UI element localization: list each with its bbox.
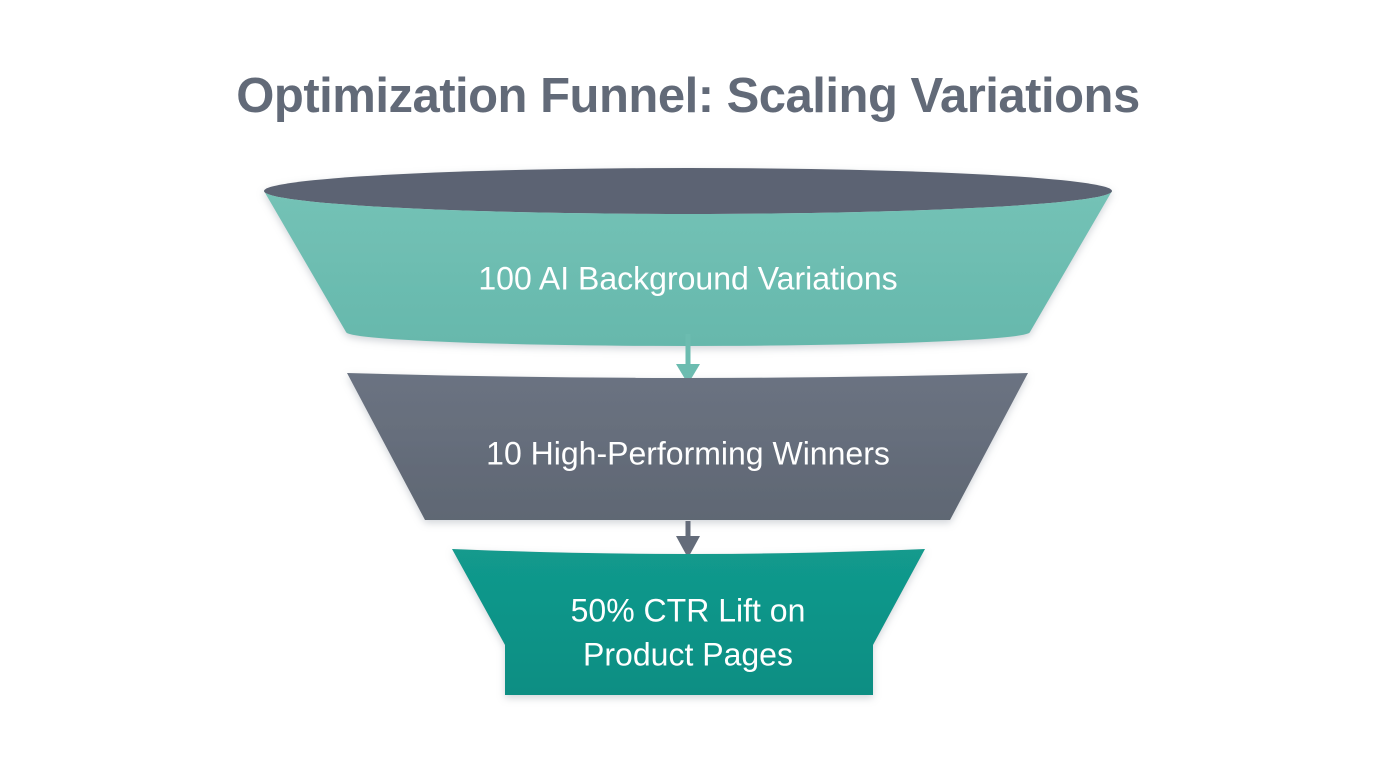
- funnel-arrow-2: [676, 521, 700, 558]
- funnel-stage-3-label-line-2: Product Pages: [583, 636, 793, 672]
- funnel-rim-ellipse: [264, 168, 1112, 214]
- funnel-stage-1[interactable]: [264, 168, 1112, 346]
- funnel-stage-2-body: [347, 373, 1028, 520]
- page-title: Optimization Funnel: Scaling Variations: [236, 69, 1140, 123]
- funnel-stage-1-body: [264, 191, 1112, 346]
- funnel-stage-3-body: [452, 549, 925, 695]
- funnel-stage-3[interactable]: [452, 549, 925, 695]
- funnel-stage-3-label-line-1: 50% CTR Lift on: [571, 592, 806, 628]
- funnel-arrow-1: [676, 334, 700, 384]
- funnel-stage-2-label: 10 High-Performing Winners: [486, 435, 890, 471]
- funnel-stage-1-label: 100 AI Background Variations: [478, 260, 897, 296]
- funnel-stage-2[interactable]: [347, 373, 1028, 520]
